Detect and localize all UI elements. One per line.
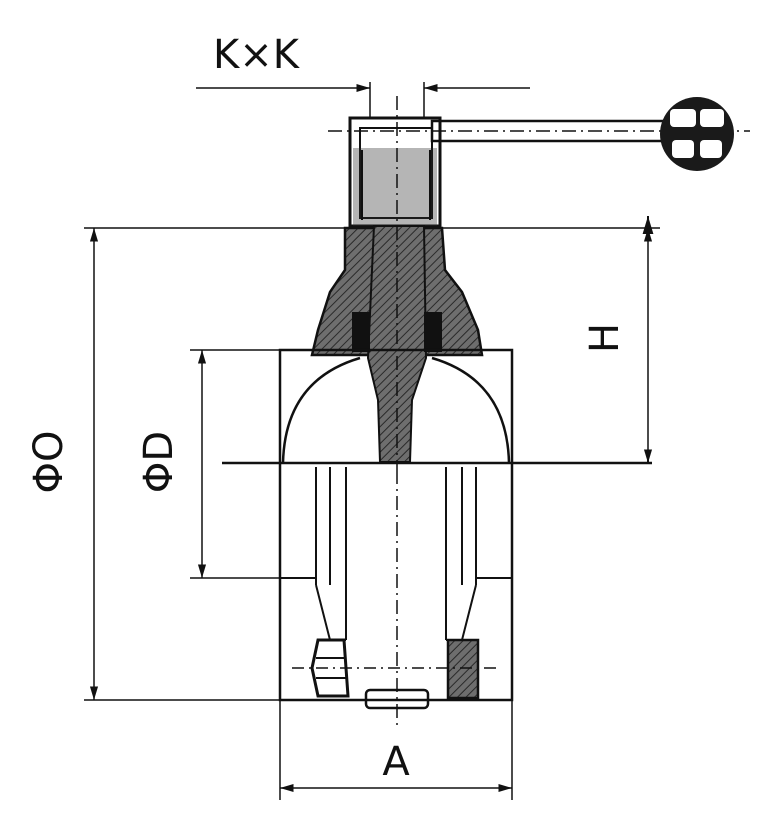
dimension-phi-d: ΦD bbox=[136, 349, 280, 579]
label-k-x-k: K×K bbox=[213, 32, 301, 78]
valve-body bbox=[222, 348, 652, 730]
valve-neck bbox=[310, 96, 484, 470]
dimension-k-x-k: K×K bbox=[196, 32, 530, 118]
label-phi-d: ΦD bbox=[136, 431, 182, 493]
handle-knob bbox=[660, 97, 734, 171]
handle-lever bbox=[328, 116, 750, 228]
dimension-a: A bbox=[279, 700, 513, 800]
dimension-phi-o: ΦO bbox=[26, 227, 366, 701]
label-a: A bbox=[382, 739, 410, 785]
dimension-h: H bbox=[442, 216, 660, 463]
label-phi-o: ΦO bbox=[26, 431, 72, 494]
label-h: H bbox=[582, 323, 628, 353]
